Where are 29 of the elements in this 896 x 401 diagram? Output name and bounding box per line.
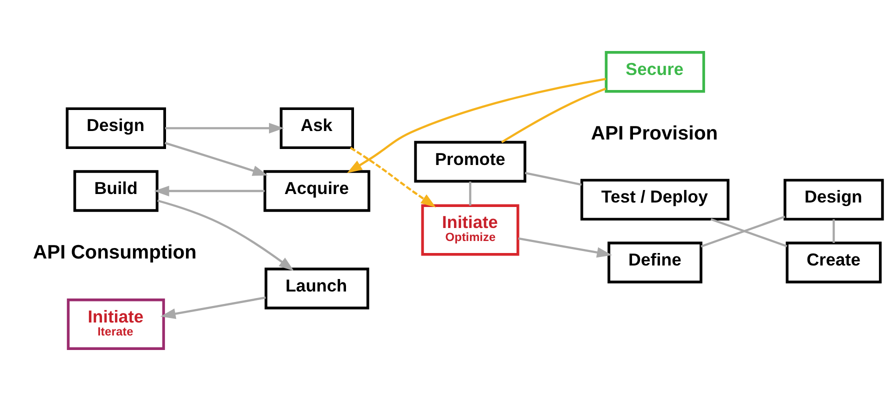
connector <box>469 182 472 206</box>
node-box: Define <box>608 242 702 284</box>
arrow <box>157 200 294 271</box>
node-box: Build <box>73 170 158 212</box>
arrow <box>350 146 436 208</box>
arrow <box>154 186 265 196</box>
node-box: Initiate Optimize <box>421 204 520 256</box>
arrow <box>347 78 606 174</box>
node-box: Launch <box>264 268 370 310</box>
arrow <box>160 296 266 320</box>
node-box: Secure <box>604 50 706 93</box>
label: API Consumption <box>33 242 197 264</box>
connector <box>524 172 582 186</box>
arrow <box>165 122 284 134</box>
label: API Provision <box>591 122 718 144</box>
node-box: Create <box>786 242 882 284</box>
connector <box>832 219 835 243</box>
node-box: Initiate Iterate <box>66 298 165 350</box>
node-box: Design <box>66 107 166 150</box>
connector <box>700 216 786 248</box>
node-box: Test / Deploy <box>580 178 730 221</box>
arrow <box>518 237 612 258</box>
node-box: Design <box>784 178 884 221</box>
arrow <box>164 142 268 176</box>
node-box: Promote <box>414 140 526 183</box>
node-box: Acquire <box>264 170 370 212</box>
connector <box>501 88 606 144</box>
connector <box>710 218 788 248</box>
node-box: Ask <box>280 107 354 150</box>
